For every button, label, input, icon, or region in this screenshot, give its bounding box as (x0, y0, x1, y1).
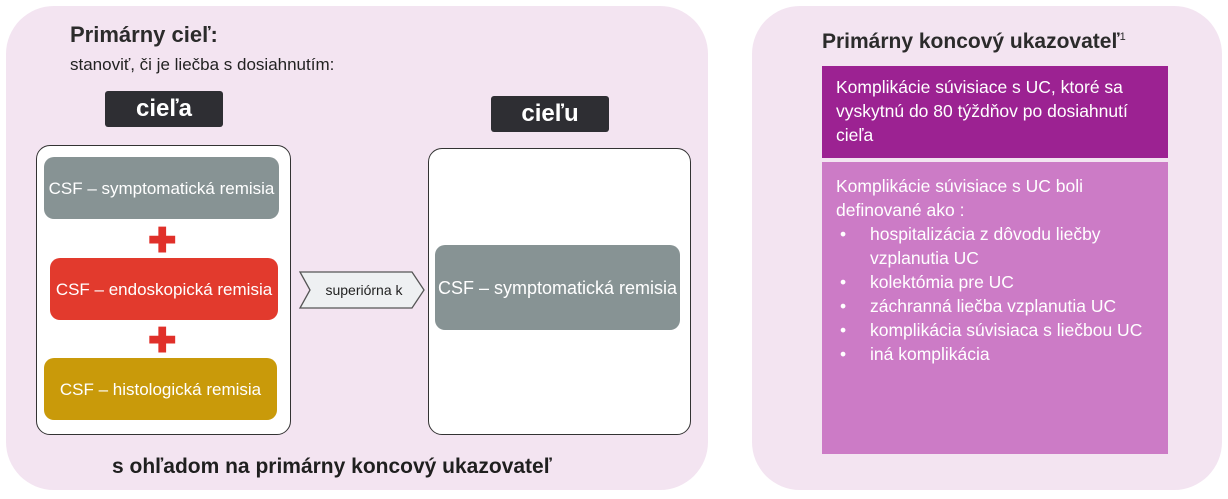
plus-icon: ✚ (148, 322, 177, 360)
list-item-text: komplikácia súvisiaca s liečbou UC (870, 320, 1143, 340)
footer-note: s ohľadom na primárny koncový ukazovateľ (112, 455, 552, 478)
list-item: • iná komplikácia (836, 342, 1154, 366)
box-histologic-remission: CSF – histologická remisia (44, 358, 277, 420)
list-item: • záchranná liečba vzplanutia UC (836, 294, 1154, 318)
bullet-icon: • (840, 224, 847, 244)
endpoint-title: Primárny koncový ukazovateľ1 (822, 30, 1126, 54)
objective-title: Primárny cieľ: (70, 22, 218, 47)
list-item-text: hospitalizácia z dôvodu liečby vzplanuti… (870, 224, 1101, 268)
list-item: • komplikácia súvisiaca s liečbou UC (836, 318, 1154, 342)
list-item-text: iná komplikácia (870, 344, 990, 364)
objective-subtitle: stanoviť, či je liečba s dosiahnutím: (70, 55, 335, 74)
complications-intro: Komplikácie súvisiace s UC boli definova… (836, 176, 1084, 220)
tag-target-left: cieľa (105, 91, 223, 127)
superior-arrow: superiórna k (298, 271, 425, 309)
bullet-icon: • (840, 272, 847, 292)
box-endoscopic-remission: CSF – endoskopická remisia (50, 258, 278, 320)
endpoint-title-text: Primárny koncový ukazovateľ (822, 30, 1120, 53)
bullet-icon: • (840, 320, 847, 340)
list-item-text: záchranná liečba vzplanutia UC (870, 296, 1117, 316)
list-item: • kolektómia pre UC (836, 270, 1154, 294)
bullet-icon: • (840, 296, 847, 316)
box-symptomatic-remission: CSF – symptomatická remisia (44, 157, 279, 219)
list-item: • hospitalizácia z dôvodu liečby vzplanut… (836, 222, 1154, 270)
bullet-icon: • (840, 344, 847, 364)
footnote-mark: 1 (1119, 31, 1126, 43)
endpoint-definition-box: Komplikácie súvisiace s UC, ktoré sa vys… (822, 66, 1168, 158)
list-item-text: kolektómia pre UC (870, 272, 1014, 292)
complications-box: Komplikácie súvisiace s UC boli definova… (822, 162, 1168, 454)
box-symptomatic-remission-right: CSF – symptomatická remisia (435, 245, 680, 330)
arrow-label: superiórna k (325, 282, 403, 298)
complications-list: • hospitalizácia z dôvodu liečby vzplanut… (836, 222, 1154, 366)
plus-icon: ✚ (148, 222, 177, 260)
tag-target-right: cieľu (491, 96, 609, 132)
arrow-shape (298, 271, 425, 309)
